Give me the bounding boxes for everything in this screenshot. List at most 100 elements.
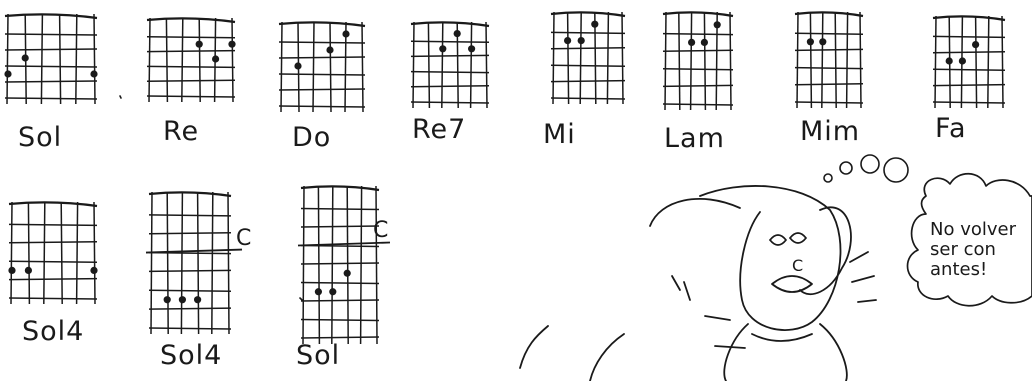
fret-line [663,85,733,86]
finger-dot [972,41,979,48]
string-line [61,202,62,304]
fret-line [663,34,733,35]
chord-label-sol-capo: Sol [296,342,340,369]
fret-line [551,65,625,66]
motion-lines [520,326,624,381]
fret-line [933,69,1005,70]
string-line [149,18,150,102]
string-line [860,12,861,108]
fret-line [795,49,863,50]
fret-line [411,86,489,87]
motion-lines-right [850,252,876,302]
string-line [362,22,363,112]
string-line [181,192,182,334]
fret-line [795,102,863,103]
fretboard-fa [933,16,1005,108]
thought-dot-xlarge [884,158,908,182]
fretboard-lam [663,12,733,110]
cartoon-collar [752,334,812,341]
string-line [822,12,823,108]
string-line [580,12,581,104]
finger-dot [22,54,29,61]
fret-line [279,74,365,75]
finger-dot [196,41,203,48]
fret-line [147,66,235,67]
string-line [313,22,314,112]
chord-label-lam: Lam [664,125,725,152]
thought-line-3: antes! [930,259,987,280]
string-line [622,12,623,104]
fret-line [301,263,379,264]
cartoon-arm-left [650,199,740,226]
chord-label-fa: Fa [935,115,967,142]
fretboard-do-re [147,18,236,102]
fretboard-sol-capo [298,186,390,344]
finger-dot [564,37,571,44]
fretboard-re7 [411,22,489,108]
finger-dot [454,30,461,37]
fret-line [5,34,97,35]
cartoon-body [724,324,847,381]
stray-mark [120,96,121,98]
nut-line [279,22,365,26]
thought-bubble-text: No volver ser con antes! [930,220,1016,280]
fretboard-sol4 [8,202,97,304]
string-line [94,202,95,304]
string-line [151,192,152,334]
string-line [60,14,61,104]
string-line [988,16,989,108]
string-line [41,14,42,104]
string-line [232,18,233,102]
finger-dot [326,46,333,53]
string-line [167,192,168,334]
chord-label-sol4-b: Sol4 [160,342,222,369]
capo-mark-sol4: C [236,228,251,250]
fret-line [663,69,733,70]
finger-dot [807,38,814,45]
finger-dot [25,267,32,274]
fret-line [933,85,1005,86]
string-line [212,192,213,334]
chord-label-sol: Sol [18,124,62,151]
string-line [665,12,666,110]
fretboard-mim [795,12,863,108]
fret-line [301,320,379,321]
string-line [281,22,282,112]
fret-line [5,49,97,50]
fret-line [149,233,231,234]
nut-line [9,202,97,206]
string-line [44,202,45,304]
fret-line [147,37,235,38]
fret-line [411,41,489,42]
string-line [330,22,331,112]
nut-line [5,14,97,18]
nut-line [301,186,379,190]
chord-label-re7: Re7 [412,116,466,143]
capo-mark-sol: C [373,220,388,242]
string-line [471,22,472,108]
string-line [228,192,229,334]
finger-dot [819,38,826,45]
string-line [199,18,200,102]
fret-line [411,102,489,103]
fret-line [795,33,863,34]
string-line [847,12,848,108]
fret-line [279,89,365,90]
finger-dot [315,288,322,295]
chord-label-mi: Mi [543,121,576,148]
finger-dot [179,296,186,303]
capo-bar [146,250,242,253]
fret-line [933,102,1005,103]
finger-dot [228,41,235,48]
thought-dot-small [824,174,832,182]
cartoon-shirt-lines [705,316,745,348]
thought-dot-medium [840,162,852,174]
fret-line [149,290,231,291]
fret-line [149,215,231,216]
cartoon-face-letter: C [792,258,803,274]
finger-dot [468,45,475,52]
cartoon-mouth [772,276,812,292]
fret-line [411,55,489,56]
